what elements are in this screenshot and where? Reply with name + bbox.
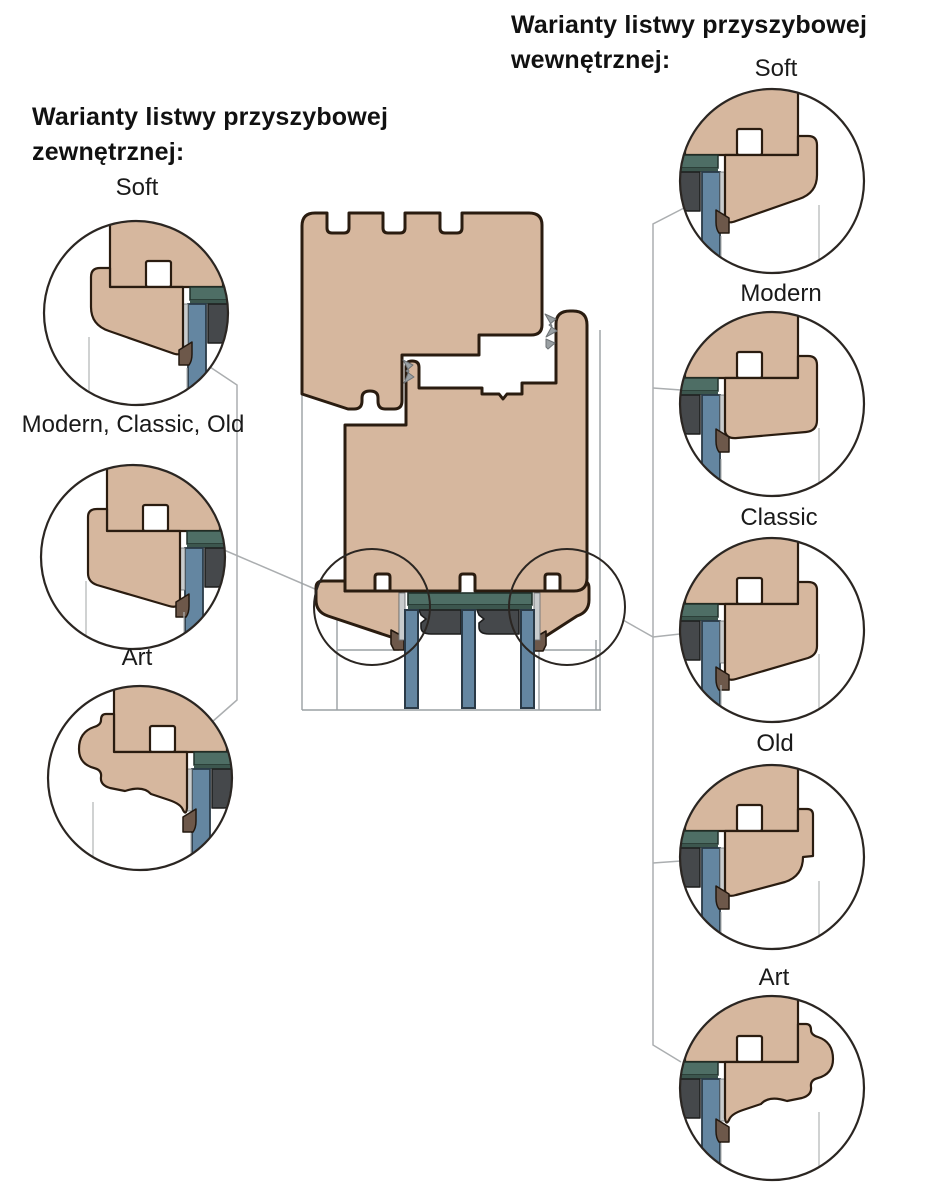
detail-circle-rim — [46, 684, 234, 872]
label-internal-modern: Modern — [740, 280, 822, 307]
leader-from-section-right — [622, 619, 654, 638]
bead-seal — [715, 1118, 730, 1143]
sash-notch — [144, 259, 173, 289]
leader-external-trunk — [209, 366, 238, 723]
detail-circle-rim — [678, 87, 866, 275]
detail-circle-internal-old — [678, 763, 866, 951]
detail-circle-external-modern-classic-old — [39, 463, 227, 651]
glazing-spacer — [407, 592, 533, 606]
sash-notch — [735, 803, 764, 833]
bead-seal — [715, 885, 730, 910]
bead-seal — [715, 428, 730, 453]
label-internal-art: Art — [758, 964, 790, 991]
leader-internal-trunk — [652, 207, 685, 1063]
frame-profile — [300, 211, 544, 411]
detail-circle-external-art — [46, 684, 234, 872]
glazing-spacer-shadow — [190, 300, 228, 304]
label-internal-old: Old — [756, 730, 794, 757]
detail-circle-rim — [42, 219, 230, 407]
glazing-spacer-shadow — [680, 617, 718, 621]
leader-internal-modern — [652, 387, 682, 391]
sash-notch — [735, 576, 764, 606]
central-cross-section — [300, 211, 591, 709]
bead-seal — [175, 593, 190, 618]
weather-gasket — [544, 313, 558, 338]
label-external-soft: Soft — [115, 174, 159, 201]
magnifier-circles — [313, 548, 626, 666]
glass-pane — [520, 609, 535, 709]
bead-seal — [178, 341, 193, 366]
detail-circle-rim — [678, 994, 866, 1182]
sash-notch — [141, 503, 170, 533]
label-external-art: Art — [121, 644, 153, 671]
label-external-modern-classic-old: Modern, Classic, Old — [21, 411, 245, 438]
glazing-spacer-shadow — [680, 168, 718, 172]
detail-circle-external-soft — [42, 219, 230, 407]
title-external: Warianty listwy przyszybowej zewnętrznej… — [32, 103, 389, 166]
weather-gasket — [545, 338, 556, 350]
glass-pane — [404, 609, 419, 709]
label-internal-soft: Soft — [754, 55, 798, 82]
sash-notch — [735, 1034, 764, 1064]
sash-notch — [735, 127, 764, 157]
glazing-spacer-shadow — [194, 765, 232, 769]
detail-circle-rim — [678, 310, 866, 498]
detail-circle-rim — [39, 463, 227, 651]
glazing-bead-art — [723, 1022, 835, 1124]
magnifier-circle-right — [508, 548, 626, 666]
sash-profile — [343, 309, 589, 593]
weather-gasket — [402, 359, 415, 384]
leader-internal-classic — [652, 633, 681, 638]
glazing-spacer-shadow — [680, 1075, 718, 1079]
detail-circle-internal-soft — [678, 87, 866, 275]
detail-circle-rim — [678, 536, 866, 724]
bead-seal — [715, 666, 730, 691]
sash-notch — [735, 350, 764, 380]
bead-seal — [182, 808, 197, 833]
leader-external-middle — [223, 549, 316, 590]
glazing-bead-art — [77, 712, 189, 814]
label-internal-classic: Classic — [740, 504, 818, 531]
magnifier-circle-left — [313, 548, 431, 666]
bead-seal — [715, 209, 730, 234]
glass-pane — [461, 609, 476, 709]
glazing-spacer-shadow — [680, 844, 718, 848]
glazing-spacer-shadow — [680, 391, 718, 395]
detail-circles — [39, 87, 866, 1182]
detail-circle-internal-classic — [678, 536, 866, 724]
title-internal: Warianty listwy przyszybowej wewnętrznej… — [511, 11, 868, 74]
leader-lines — [209, 207, 685, 1063]
glazing-spacer-shadow — [187, 544, 225, 548]
setting-block — [476, 609, 520, 635]
leader-internal-old — [652, 860, 682, 864]
detail-circle-rim — [678, 763, 866, 951]
sash-notch — [148, 724, 177, 754]
glazing-spacer-shadow — [408, 605, 532, 610]
hidden-structure-lines — [301, 330, 601, 711]
